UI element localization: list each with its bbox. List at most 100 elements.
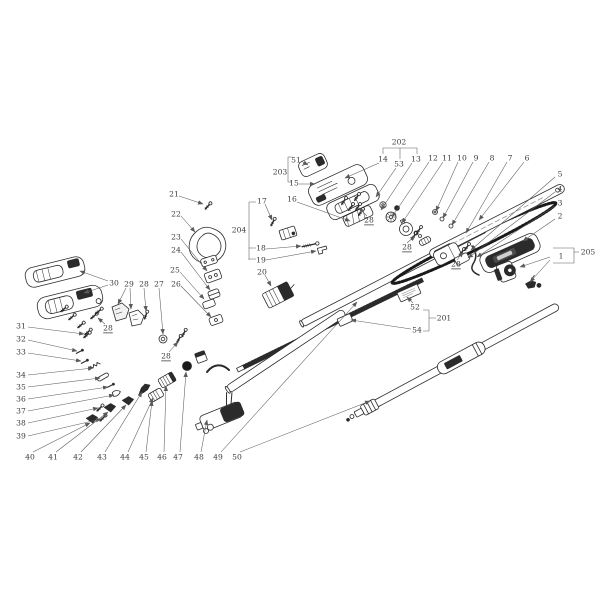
leader-line-54: [350, 318, 412, 330]
part-label-28-rep59: 28: [364, 216, 374, 225]
part-label-30: 30: [109, 279, 119, 288]
part-label-35: 35: [16, 383, 26, 392]
part-label-14: 14: [378, 155, 388, 164]
leader-line-51: [300, 160, 309, 166]
part-label-51: 51: [291, 156, 301, 165]
part-grommet: [158, 334, 168, 344]
leader-line-1: [529, 259, 551, 283]
part-switch-block: [278, 225, 298, 241]
leader-line-9: [442, 161, 474, 219]
part-label-22: 22: [171, 210, 181, 219]
leader-line-29: [128, 287, 133, 310]
part-label-2: 2: [558, 212, 563, 221]
part-lower-pole: [346, 303, 560, 422]
leader-line-49: [220, 301, 358, 453]
part-label-12: 12: [428, 154, 438, 163]
part-label-203: 203: [273, 168, 288, 177]
part-label-38: 38: [16, 419, 26, 428]
leader-line-42: [80, 404, 127, 453]
part-label-31: 31: [16, 322, 26, 331]
leader-line-30: [83, 284, 109, 294]
part-label-29: 29: [124, 280, 134, 289]
leader-line-24: [180, 251, 211, 291]
leader-line-30: [79, 270, 109, 282]
leader-line-47: [179, 371, 188, 453]
part-label-27: 27: [154, 280, 164, 289]
leader-line-20: [264, 274, 272, 287]
part-label-201: 201: [437, 314, 452, 323]
part-clamp-half-upper: [202, 298, 216, 310]
leader-line-45: [145, 400, 154, 453]
part-label-1: 1: [559, 252, 564, 261]
part-side-cover: [479, 233, 541, 273]
leader-line-1: [519, 256, 551, 268]
part-label-48: 48: [194, 453, 204, 462]
leader-line-6: [478, 161, 525, 221]
part-label-42: 42: [73, 453, 83, 462]
part-small-bracket: [316, 245, 328, 255]
part-warning-label: [396, 283, 422, 303]
leader-line-22: [180, 215, 196, 233]
part-label-32: 32: [16, 335, 26, 344]
part-label-28-rep61: 28: [451, 260, 461, 269]
bracket-201: [423, 309, 436, 332]
part-label-34: 34: [16, 371, 26, 380]
leader-line-17: [264, 203, 273, 221]
part-label-204: 204: [232, 226, 247, 235]
part-loop-handle: [188, 226, 227, 268]
part-small-roller: [203, 428, 209, 434]
part-label-8: 8: [490, 154, 495, 163]
part-label-7: 7: [508, 154, 513, 163]
part-label-9: 9: [474, 154, 479, 163]
leader-line-37: [27, 393, 115, 412]
leader-line-28: [143, 287, 148, 312]
leader-line-8: [451, 161, 490, 226]
part-mid-pole-tube: [224, 309, 346, 394]
bracket-205: [553, 247, 579, 264]
leader-line-23: [180, 238, 208, 272]
part-label-43: 43: [97, 453, 107, 462]
leader-line-14: [344, 162, 380, 179]
leader-line-3: [476, 205, 556, 258]
leader-line-48: [200, 419, 209, 453]
part-gearbox-assembly: [195, 392, 245, 431]
part-label-36: 36: [16, 395, 26, 404]
part-label-25: 25: [170, 266, 180, 275]
leader-line-13: [380, 162, 413, 211]
part-label-10: 10: [457, 154, 467, 163]
part-label-39: 39: [16, 432, 26, 441]
leader-line-28: [406, 235, 416, 244]
part-label-50: 50: [232, 453, 242, 462]
part-label-15: 15: [289, 179, 299, 188]
leader-line-28: [358, 207, 368, 217]
part-label-49: 49: [213, 453, 223, 462]
leader-line-18: [265, 244, 302, 250]
leader-line-41: [55, 411, 109, 453]
part-label-28-rep62: 28: [103, 324, 113, 333]
part-label-28-rep60: 28: [402, 243, 412, 252]
part-label-33: 33: [16, 348, 26, 357]
part-label-19: 19: [256, 256, 266, 265]
part-label-26: 26: [171, 280, 181, 289]
leader-line-7: [465, 161, 508, 234]
part-motor: [262, 281, 295, 309]
part-small-label: [336, 313, 354, 327]
leader-line-19: [265, 249, 317, 261]
bracket-203: [287, 156, 292, 183]
leader-line-4: [467, 191, 556, 259]
leader-line-32: [27, 339, 78, 353]
part-label-205: 205: [581, 248, 596, 257]
leader-line-16: [296, 201, 351, 222]
leader-line-43: [104, 391, 143, 453]
part-label-4: 4: [558, 185, 563, 194]
group-brackets: [248, 147, 579, 332]
leader-line-28: [97, 317, 106, 325]
leader-line-28: [456, 251, 464, 261]
part-label-28-rep63: 28: [161, 352, 171, 361]
part-label-47: 47: [173, 453, 183, 462]
bracket-202: [382, 147, 418, 159]
leader-line-39: [27, 417, 102, 437]
leader-line-5: [470, 176, 556, 251]
part-label-41: 41: [48, 453, 58, 462]
